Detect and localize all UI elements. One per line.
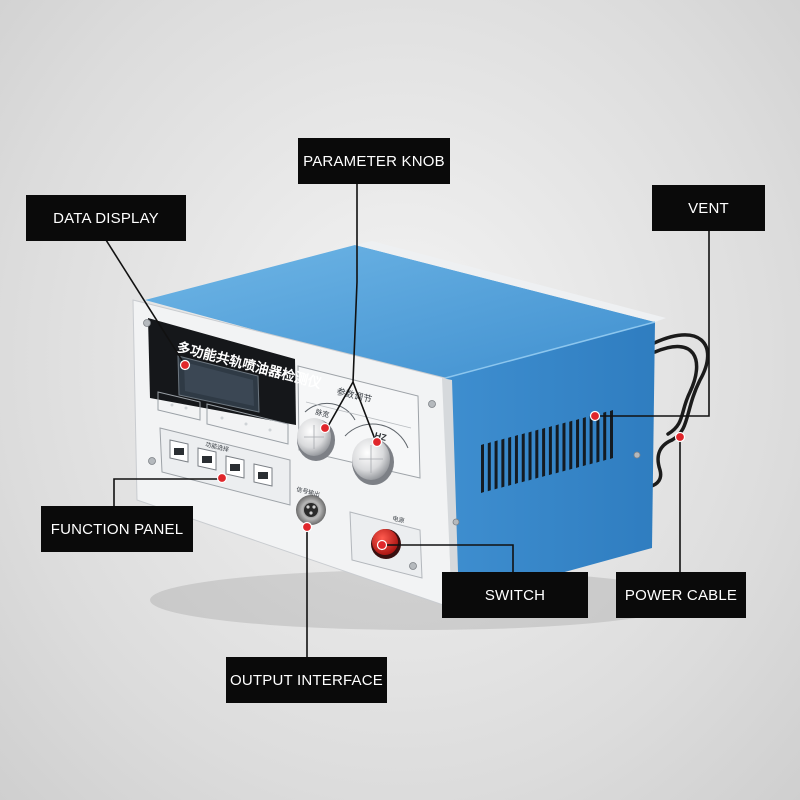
vent-slot xyxy=(521,433,525,483)
indicator-box-left xyxy=(157,391,201,421)
vent-slot xyxy=(548,426,552,476)
knob-left-caption: 脉宽 xyxy=(315,407,331,419)
marker-output-interface xyxy=(301,521,313,533)
leader-parameter-knob-branch xyxy=(352,381,377,443)
output-connector[interactable] xyxy=(296,495,326,525)
marker-knob-right xyxy=(371,436,383,448)
vent-slot xyxy=(535,429,539,479)
callout-output-interface: OUTPUT INTERFACE xyxy=(226,657,387,703)
vent-slot xyxy=(501,438,505,488)
callout-function-panel: FUNCTION PANEL xyxy=(41,506,193,552)
vent-slot xyxy=(555,424,559,474)
leader-data-display xyxy=(105,239,186,366)
vent-slot xyxy=(487,442,491,492)
callout-switch: SWITCH xyxy=(442,572,588,618)
marker-knob-left xyxy=(319,422,331,434)
switch-caption: 电源 xyxy=(392,514,406,525)
callout-parameter-knob: PARAMETER KNOB xyxy=(298,138,450,184)
function-panel xyxy=(159,427,291,506)
vent-slot xyxy=(589,415,593,465)
vent-slot xyxy=(508,436,512,486)
vent-slots xyxy=(481,410,613,493)
leader-parameter-knob xyxy=(326,184,358,429)
knob-frequency[interactable] xyxy=(352,438,394,485)
callout-vent: VENT xyxy=(652,185,765,231)
indicator-box-right xyxy=(206,403,289,445)
screws xyxy=(143,319,641,570)
marker-switch xyxy=(376,539,388,551)
leader-switch xyxy=(384,544,514,574)
device-side xyxy=(438,322,655,605)
marker-function-panel xyxy=(216,472,228,484)
vent-slot xyxy=(603,411,607,461)
vent-slot xyxy=(569,420,573,470)
device-top xyxy=(145,245,655,380)
marker-data-display xyxy=(179,359,191,371)
vent-slot xyxy=(596,413,600,463)
leader-lines xyxy=(105,184,710,659)
vent-slot xyxy=(610,410,613,459)
leader-function-panel xyxy=(113,478,221,510)
vent-slot xyxy=(582,417,586,467)
device-back-rim xyxy=(355,241,666,322)
vent-slot xyxy=(528,431,532,481)
callout-power-cable: POWER CABLE xyxy=(616,572,746,618)
vent-slot xyxy=(562,422,566,472)
vent-slot xyxy=(576,418,580,468)
vent-slot xyxy=(542,427,546,477)
vent-slot xyxy=(494,440,498,490)
marker-vent xyxy=(589,410,601,422)
leader-vent xyxy=(596,230,710,417)
marker-power-cable xyxy=(674,431,686,443)
vent-slot xyxy=(481,444,484,493)
vent-slot xyxy=(514,435,518,485)
callout-data-display: DATA DISPLAY xyxy=(26,195,186,241)
callout-markers xyxy=(179,359,686,551)
